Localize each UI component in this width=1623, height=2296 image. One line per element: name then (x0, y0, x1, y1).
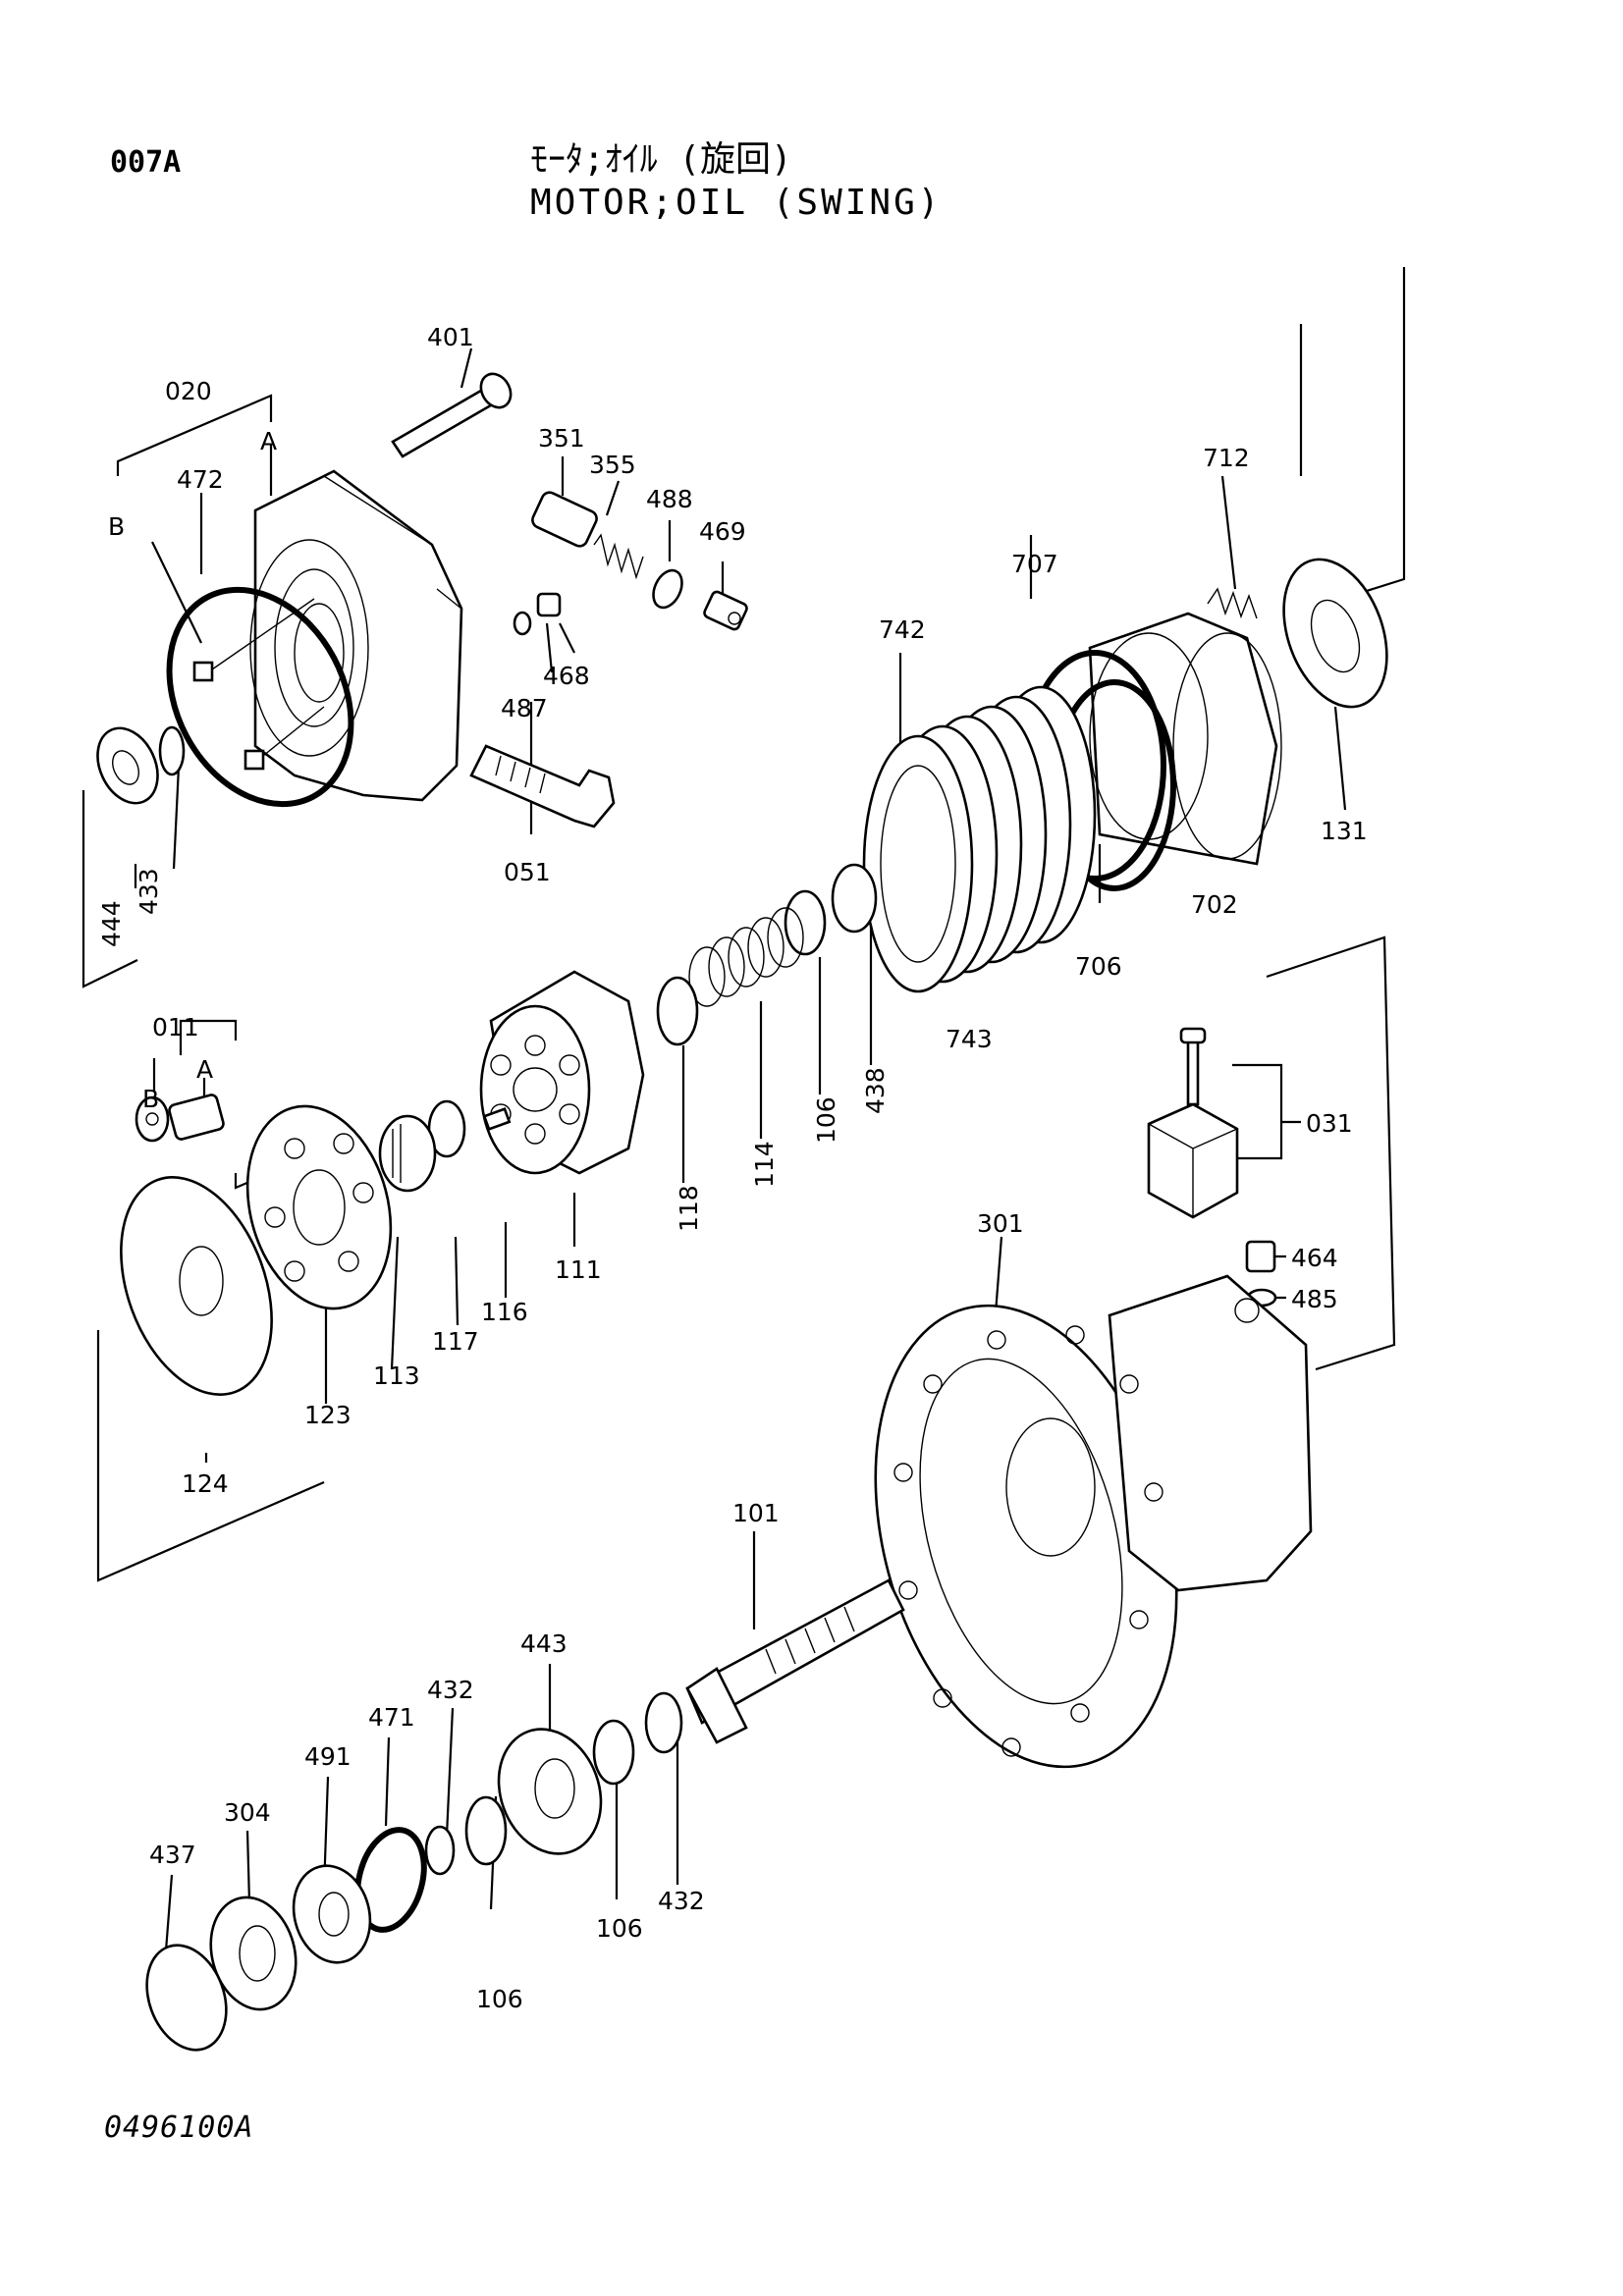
callout-485: 485 (1291, 1285, 1338, 1313)
part-051-valve (469, 744, 616, 828)
callout-432-upper: 432 (427, 1676, 474, 1704)
part-487-o-ring (513, 611, 532, 636)
callout-742: 742 (879, 615, 926, 644)
callout-438: 438 (861, 1067, 890, 1114)
title-english: MOTOR;OIL (SWING) (530, 183, 943, 223)
callout-b-upper: B (108, 512, 125, 541)
part-106-spacer-lower (464, 1795, 508, 1866)
callout-106-lower: 106 (476, 1985, 523, 2013)
part-101-shaft (685, 1578, 905, 1744)
callout-031: 031 (1306, 1109, 1353, 1138)
part-438-snap-ring (831, 863, 878, 934)
callout-487: 487 (501, 694, 548, 722)
part-469-plug (703, 590, 748, 631)
title-japanese: ﾓｰﾀ;ｵｲﾙ (旋回) (530, 139, 792, 180)
callout-444: 444 (97, 900, 126, 947)
callout-labels: 401 020 472 A B 351 355 488 469 468 487 … (97, 323, 1368, 2013)
callout-469: 469 (699, 517, 746, 546)
part-488-o-ring (652, 568, 683, 610)
leader-lines (81, 267, 1406, 1964)
part-111-cylinder-block (479, 970, 645, 1175)
part-pins (192, 598, 325, 771)
part-351-plug (531, 491, 598, 548)
part-437-snap-ring (145, 1944, 228, 2052)
part-123-retainer-plate (245, 1104, 393, 1310)
callout-b-lower: B (142, 1085, 159, 1113)
callout-491: 491 (304, 1742, 352, 1771)
callout-011: 011 (152, 1013, 199, 1041)
part-742-743-friction-plates (862, 685, 1097, 993)
part-432-snap-ring-upper (644, 1691, 683, 1754)
callout-131: 131 (1321, 817, 1368, 845)
callout-124: 124 (182, 1469, 229, 1498)
part-432-snap-ring-lower (424, 1825, 456, 1876)
part-433-snap-ring (158, 725, 186, 776)
part-118-washer (656, 976, 699, 1046)
part-304-front-cover (209, 1896, 298, 2011)
part-472-o-ring (166, 586, 354, 808)
callout-123: 123 (304, 1401, 352, 1429)
callout-401: 401 (427, 323, 474, 351)
part-116-pin (482, 1106, 512, 1132)
part-011-piston-assy (135, 1094, 225, 1143)
callout-351: 351 (538, 424, 585, 453)
part-131-valve-plate (1282, 558, 1388, 709)
part-124-shoe-plate (120, 1176, 273, 1396)
callout-743: 743 (946, 1025, 993, 1053)
part-702-brake-piston (1088, 612, 1282, 866)
callout-117: 117 (432, 1327, 479, 1356)
callout-488: 488 (646, 485, 693, 513)
callout-a-lower: A (196, 1055, 213, 1084)
part-106-spacer-upper (784, 889, 827, 956)
callout-432-lower: 432 (658, 1887, 705, 1915)
callout-433: 433 (135, 868, 163, 915)
callout-101: 101 (732, 1499, 780, 1527)
part-020-cover (249, 469, 463, 802)
callout-051: 051 (504, 858, 551, 886)
part-464-plug (1245, 1240, 1276, 1273)
callout-468: 468 (543, 662, 590, 690)
drawing-code: 0496100A (104, 2110, 254, 2145)
section-number: 007A (110, 145, 182, 180)
callout-702: 702 (1191, 890, 1238, 919)
callout-111: 111 (555, 1255, 602, 1284)
part-468-plug (536, 592, 562, 617)
callout-706: 706 (1075, 952, 1122, 981)
callout-355: 355 (589, 451, 636, 479)
part-106-spacer-middle (592, 1719, 635, 1786)
callout-472: 472 (177, 465, 224, 494)
part-444-bearing (96, 726, 159, 805)
callout-106-upper: 106 (812, 1096, 840, 1144)
callout-464: 464 (1291, 1244, 1338, 1272)
part-114-spring (688, 907, 804, 1007)
callout-113: 113 (373, 1362, 420, 1390)
part-401-bolt (391, 372, 513, 458)
part-443-roller-bearing (497, 1728, 603, 1855)
callout-106-middle: 106 (596, 1914, 643, 1943)
callout-114: 114 (750, 1141, 779, 1188)
callout-443: 443 (520, 1629, 568, 1658)
callout-118: 118 (675, 1185, 703, 1232)
part-712-spring (1207, 587, 1258, 619)
callout-116: 116 (481, 1298, 528, 1326)
callout-301: 301 (977, 1209, 1024, 1238)
callout-a-upper: A (260, 427, 277, 455)
part-491-oil-seal (292, 1864, 372, 1964)
part-301-casing (874, 1274, 1313, 1769)
part-031-relief-valve (1147, 1027, 1239, 1219)
callout-020: 020 (165, 377, 212, 405)
callout-437: 437 (149, 1841, 196, 1869)
callout-707: 707 (1011, 550, 1058, 578)
callout-304: 304 (224, 1798, 271, 1827)
callout-712: 712 (1203, 444, 1250, 472)
part-471-o-ring (354, 1827, 427, 1933)
part-113-spherical-bushing (378, 1114, 437, 1193)
callout-471: 471 (368, 1703, 415, 1732)
part-355-spring (593, 533, 644, 580)
